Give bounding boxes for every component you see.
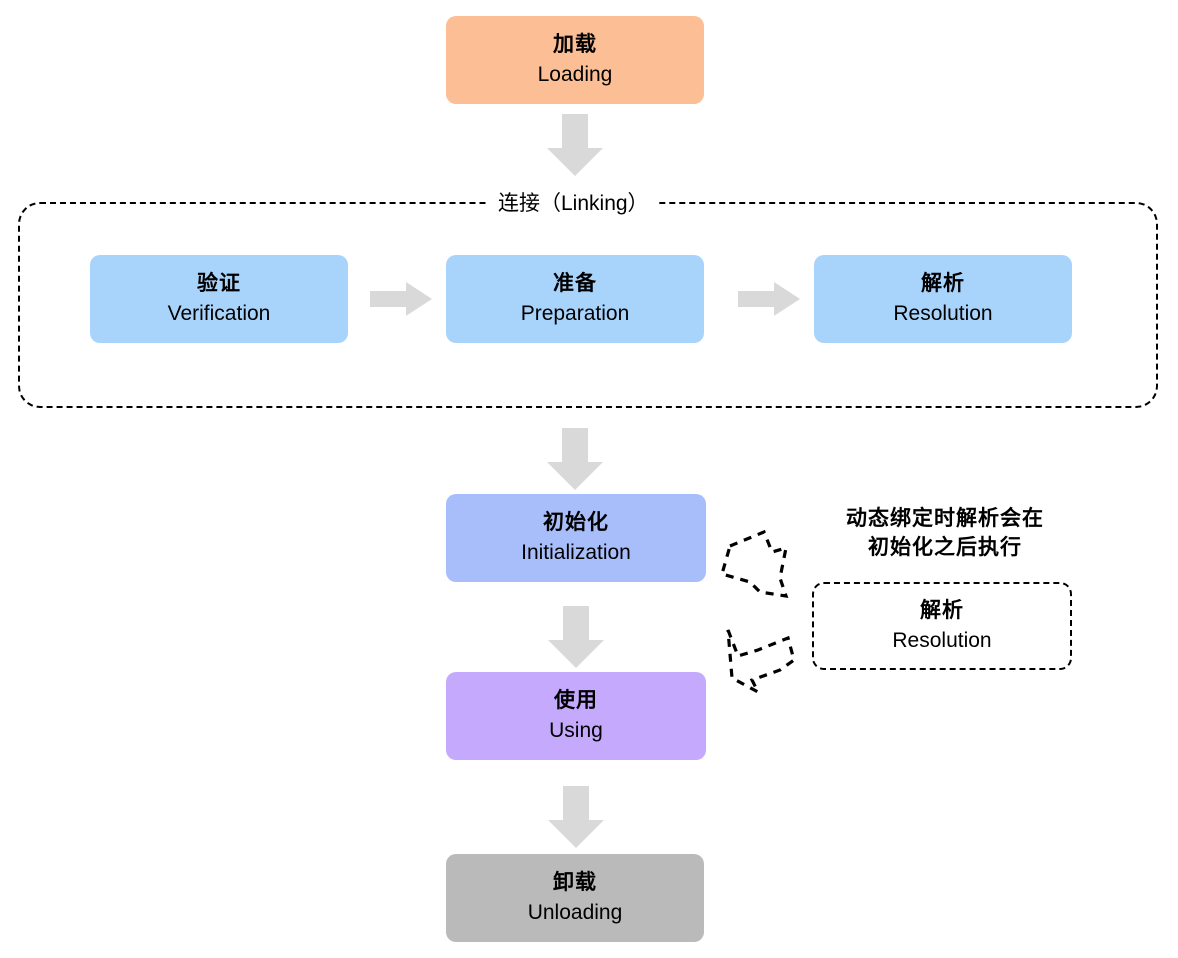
stage-preparation-label-cn: 准备 (553, 271, 597, 295)
stage-resolution-label-en: Resolution (893, 301, 993, 325)
stage-unloading-label-cn: 卸载 (553, 870, 597, 894)
arrow-down-icon (547, 428, 603, 490)
arrow-down-icon (547, 114, 603, 176)
stage-using-label-en: Using (549, 718, 603, 742)
annotation-note-line2: 初始化之后执行 (868, 535, 1022, 559)
annotation-note-line1: 动态绑定时解析会在 (846, 507, 1044, 530)
stage-initialization[interactable]: 初始化 Initialization (446, 494, 706, 582)
dashed-arrow-icon (716, 526, 798, 604)
linking-group-label: 连接（Linking） (488, 193, 659, 214)
annotation-resolution-box[interactable]: 解析 Resolution (812, 582, 1072, 670)
stage-verification-label-en: Verification (167, 301, 271, 325)
stage-loading-label-en: Loading (537, 62, 613, 86)
stage-loading[interactable]: 加载 Loading (446, 16, 704, 104)
stage-using[interactable]: 使用 Using (446, 672, 706, 760)
arrow-down-icon (548, 786, 604, 848)
stage-loading-label-cn: 加载 (553, 32, 597, 56)
stage-initialization-label-cn: 初始化 (543, 510, 609, 534)
stage-unloading-label-en: Unloading (527, 900, 623, 924)
annotation-resolution-label-en: Resolution (892, 628, 992, 652)
arrow-right-icon (370, 282, 432, 316)
annotation-note: 动态绑定时解析会在 初始化之后执行 (820, 505, 1070, 563)
stage-initialization-label-en: Initialization (521, 540, 631, 564)
stage-unloading[interactable]: 卸载 Unloading (446, 854, 704, 942)
arrow-right-icon (738, 282, 800, 316)
stage-preparation[interactable]: 准备 Preparation (446, 255, 704, 343)
stage-using-label-cn: 使用 (554, 688, 598, 712)
arrow-down-icon (548, 606, 604, 668)
stage-resolution[interactable]: 解析 Resolution (814, 255, 1072, 343)
stage-resolution-label-cn: 解析 (921, 271, 965, 295)
stage-preparation-label-en: Preparation (520, 301, 630, 325)
annotation-resolution-label-cn: 解析 (920, 598, 964, 622)
stage-verification-label-cn: 验证 (197, 271, 241, 295)
dashed-arrow-icon (706, 616, 802, 694)
stage-verification[interactable]: 验证 Verification (90, 255, 348, 343)
